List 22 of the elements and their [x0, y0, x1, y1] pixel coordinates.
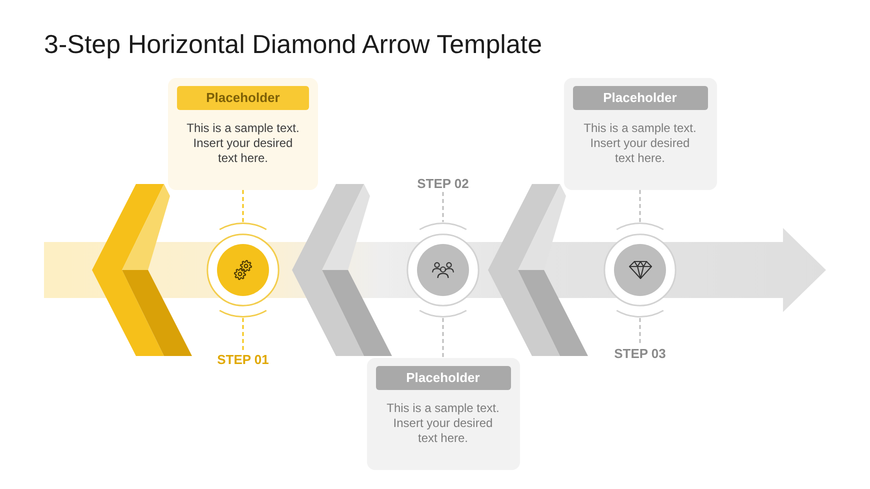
dashed-connector: [242, 190, 244, 222]
card-text: This is a sample text. Insert your desired text here.: [186, 121, 300, 166]
slide-title: 3-Step Horizontal Diamond Arrow Template: [44, 28, 542, 60]
step-circle: [406, 222, 480, 318]
card-text: This is a sample text. Insert your desired text here.: [386, 401, 500, 446]
card-heading: Placeholder: [376, 366, 510, 390]
card-heading: Placeholder: [177, 86, 309, 110]
card-text: This is a sample text. Insert your desired text here.: [582, 121, 698, 166]
step-label: STEP 02: [417, 176, 469, 192]
step-circle: [603, 222, 677, 318]
text-card: [366, 358, 520, 470]
dashed-connector: [442, 318, 444, 358]
dashed-connector: [242, 318, 244, 352]
card-heading: Placeholder: [572, 86, 708, 110]
step-label: STEP 03: [614, 346, 666, 362]
step-circle: [206, 222, 280, 318]
dashed-connector: [442, 192, 444, 222]
dashed-connector: [639, 190, 641, 222]
step-label: STEP 01: [217, 352, 269, 368]
dashed-connector: [639, 318, 641, 346]
text-card: [564, 78, 716, 190]
text-card: [168, 78, 318, 190]
